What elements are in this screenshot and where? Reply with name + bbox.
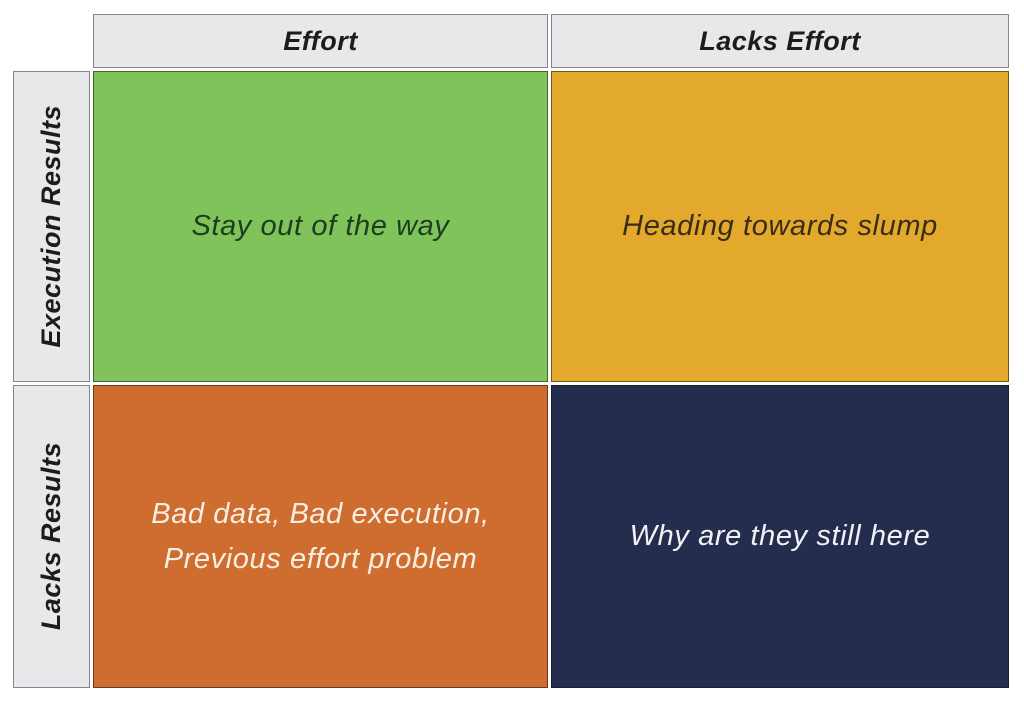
column-header-lacks-effort-label: Lacks Effort (699, 25, 861, 56)
column-header-effort: Effort (93, 14, 548, 68)
quadrant-lacks-effort-lacks-results: Why are they still here (551, 385, 1009, 688)
quadrant-effort-lacks-results-line1: Bad data, Bad execution, (151, 497, 490, 530)
row-header-lacks-results-label: Lacks Results (36, 442, 66, 631)
quadrant-effort-lacks-results-text: Bad data, Bad execution, Previous effort… (151, 492, 489, 582)
row-header-execution-results: Execution Results (13, 71, 90, 382)
quadrant-effort-lacks-results: Bad data, Bad execution, Previous effort… (93, 385, 548, 688)
column-header-lacks-effort: Lacks Effort (551, 14, 1009, 68)
quadrant-effort-lacks-results-line2: Previous effort problem (163, 542, 478, 575)
quadrant-lacks-effort-lacks-results-text: Why are they still here (629, 520, 931, 553)
quadrant-effort-execution-results: Stay out of the way (93, 71, 548, 382)
effort-results-matrix: Effort Lacks Effort Execution Results St… (13, 14, 1010, 688)
row-header-lacks-results: Lacks Results (13, 385, 90, 688)
quadrant-lacks-effort-execution-results: Heading towards slump (551, 71, 1009, 382)
row-header-execution-results-label: Execution Results (36, 105, 66, 348)
quadrant-effort-execution-results-text: Stay out of the way (191, 210, 450, 243)
quadrant-lacks-effort-execution-results-text: Heading towards slump (622, 210, 938, 243)
matrix-corner-spacer (13, 14, 90, 68)
column-header-effort-label: Effort (283, 25, 358, 56)
